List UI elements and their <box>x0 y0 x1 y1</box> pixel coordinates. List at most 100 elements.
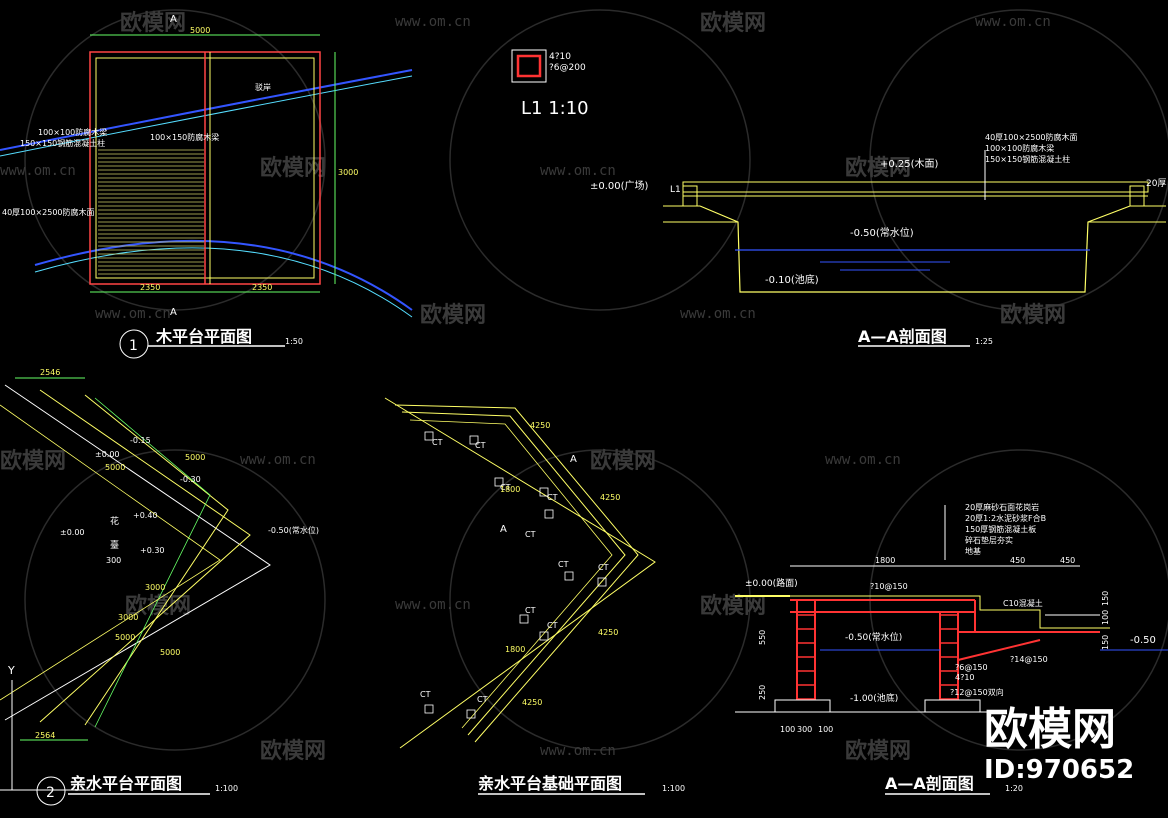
svg-text:www.om.cn: www.om.cn <box>395 597 471 613</box>
svg-text:-1.00(池底): -1.00(池底) <box>850 692 898 704</box>
svg-text:20厚1:2水泥砂浆F合B: 20厚1:2水泥砂浆F合B <box>965 513 1046 523</box>
waterfront-platform-plan: Y 2546 2564 5000 5000 5000 5000 3000 300… <box>0 368 319 806</box>
svg-text:A: A <box>500 524 507 535</box>
svg-text:+0.30: +0.30 <box>140 546 165 555</box>
svg-text:驳岸: 驳岸 <box>255 83 271 92</box>
svg-text:100×100防腐木梁: 100×100防腐木梁 <box>985 143 1054 153</box>
svg-text:?10@150: ?10@150 <box>870 582 908 591</box>
svg-text:CT: CT <box>598 563 609 572</box>
l1-detail: 4?10 ?6@200 L1 1:10 <box>511 49 589 119</box>
svg-text:2: 2 <box>46 785 55 801</box>
svg-text:100: 100 <box>780 725 795 734</box>
svg-text:欧模网: 欧模网 <box>590 448 656 474</box>
svg-text:550: 550 <box>758 630 767 645</box>
svg-text:1:20: 1:20 <box>1005 784 1023 793</box>
svg-text:CT: CT <box>475 441 486 450</box>
svg-text:?6@150: ?6@150 <box>955 663 988 672</box>
svg-text:450: 450 <box>1010 556 1025 565</box>
svg-text:20厚: 20厚 <box>1146 178 1166 189</box>
svg-text:?14@150: ?14@150 <box>1010 655 1048 664</box>
svg-text:L1: L1 <box>670 185 681 195</box>
svg-text:CT: CT <box>420 690 431 699</box>
svg-text:臺: 臺 <box>110 539 119 551</box>
svg-text:±0.00: ±0.00 <box>60 528 85 537</box>
svg-text:欧模网: 欧模网 <box>120 10 186 36</box>
svg-text:欧模网: 欧模网 <box>0 448 66 474</box>
svg-text:+0.25(木面): +0.25(木面) <box>880 158 939 170</box>
section-aa-top: 40厚100×2500防腐木面 100×100防腐木梁 150×150钢筋混凝土… <box>590 132 1166 347</box>
svg-text:3000: 3000 <box>338 168 358 177</box>
svg-text:1:100: 1:100 <box>215 784 238 793</box>
svg-text:CT: CT <box>525 530 536 539</box>
svg-text:www.om.cn: www.om.cn <box>540 743 616 759</box>
svg-text:150×150钢筋混凝土柱: 150×150钢筋混凝土柱 <box>20 138 105 148</box>
svg-text:-0.10(池底): -0.10(池底) <box>765 273 819 286</box>
svg-text:4250: 4250 <box>530 421 550 430</box>
svg-text:100×100防腐木梁: 100×100防腐木梁 <box>38 127 107 137</box>
svg-text:150×150钢筋混凝土柱: 150×150钢筋混凝土柱 <box>985 154 1070 164</box>
svg-text:A: A <box>170 14 177 25</box>
svg-text:亲水平台平面图: 亲水平台平面图 <box>70 774 182 793</box>
svg-text:欧模网: 欧模网 <box>260 738 326 764</box>
svg-text:5000: 5000 <box>190 26 210 35</box>
svg-text:CT: CT <box>432 438 443 447</box>
svg-text:5000: 5000 <box>160 648 180 657</box>
svg-text:-0.50(常水位): -0.50(常水位) <box>850 226 914 239</box>
svg-text:3000: 3000 <box>145 583 165 592</box>
svg-text:5000: 5000 <box>115 633 135 642</box>
svg-text:www.om.cn: www.om.cn <box>540 163 616 179</box>
svg-text:A—A剖面图: A—A剖面图 <box>858 327 947 346</box>
svg-text:欧模网: 欧模网 <box>700 10 766 36</box>
svg-text:亲水平台基础平面图: 亲水平台基础平面图 <box>478 774 622 793</box>
svg-text:1: 1 <box>129 338 138 354</box>
svg-text:www.om.cn: www.om.cn <box>95 306 171 322</box>
svg-text:2350: 2350 <box>140 283 160 292</box>
svg-text:4250: 4250 <box>598 628 618 637</box>
svg-text:2546: 2546 <box>40 368 60 377</box>
svg-text:www.om.cn: www.om.cn <box>825 452 901 468</box>
svg-text:CT: CT <box>500 483 511 492</box>
watermark-layer <box>24 9 1168 751</box>
svg-text:300: 300 <box>106 556 121 565</box>
svg-text:+0.40: +0.40 <box>133 511 158 520</box>
svg-text:欧模网: 欧模网 <box>845 155 911 181</box>
svg-text:www.om.cn: www.om.cn <box>975 14 1051 30</box>
svg-text:-0.30: -0.30 <box>180 475 201 484</box>
svg-text:150: 150 <box>1101 635 1110 650</box>
svg-text:100: 100 <box>1101 610 1110 625</box>
svg-text:1:50: 1:50 <box>285 337 303 346</box>
svg-text:CT: CT <box>477 695 488 704</box>
svg-text:4250: 4250 <box>600 493 620 502</box>
svg-text:-0.15: -0.15 <box>130 436 151 445</box>
svg-text:www.om.cn: www.om.cn <box>680 306 756 322</box>
svg-text:20厚麻砂石面花岗岩: 20厚麻砂石面花岗岩 <box>965 502 1039 512</box>
section-aa-bottom: 20厚麻砂石面花岗岩 20厚1:2水泥砂浆F合B 150厚钢筋混凝土板 碎石垫层… <box>735 502 1168 795</box>
svg-text:150厚钢筋混凝土板: 150厚钢筋混凝土板 <box>965 524 1036 534</box>
svg-text:?12@150双向: ?12@150双向 <box>950 687 1004 697</box>
svg-text:40厚100×2500防腐木面: 40厚100×2500防腐木面 <box>985 132 1078 142</box>
svg-text:±0.00: ±0.00 <box>95 450 120 459</box>
watermark-text: 欧模网 欧模网 www.om.cn www.om.cn 欧模网 欧模网 www.… <box>0 10 1066 764</box>
svg-text:40厚100×2500防腐木面: 40厚100×2500防腐木面 <box>2 207 95 217</box>
svg-text:150: 150 <box>1101 591 1110 606</box>
svg-text:欧模网: 欧模网 <box>700 593 766 619</box>
svg-text:地基: 地基 <box>965 546 981 556</box>
svg-text:1800: 1800 <box>875 556 895 565</box>
svg-text:5000: 5000 <box>185 453 205 462</box>
svg-text:A: A <box>170 307 177 318</box>
svg-text:1:100: 1:100 <box>662 784 685 793</box>
svg-text:2564: 2564 <box>35 731 55 740</box>
svg-text:±0.00(路面): ±0.00(路面) <box>745 577 798 589</box>
svg-text:100×150防腐木梁: 100×150防腐木梁 <box>150 132 219 142</box>
svg-text:www.om.cn: www.om.cn <box>395 14 471 30</box>
svg-text:木平台平面图: 木平台平面图 <box>155 327 252 346</box>
svg-text:欧模网: 欧模网 <box>1000 302 1066 328</box>
svg-text:欧模网: 欧模网 <box>984 704 1116 755</box>
svg-text:1800: 1800 <box>500 485 520 494</box>
svg-text:?6@200: ?6@200 <box>549 63 586 73</box>
svg-text:1800: 1800 <box>505 645 525 654</box>
svg-text:CT: CT <box>547 493 558 502</box>
svg-text:-0.50: -0.50 <box>1130 635 1156 646</box>
svg-text:碎石垫层夯实: 碎石垫层夯实 <box>965 535 1013 545</box>
